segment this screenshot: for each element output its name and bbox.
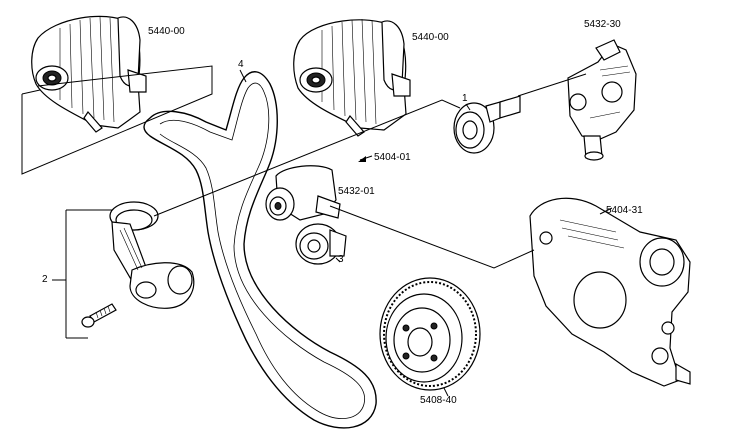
tensioner-arm	[109, 201, 195, 309]
label-timing-cover: 5404-31	[606, 205, 643, 216]
label-belt: 4	[238, 59, 244, 70]
crank-pulley	[379, 277, 481, 391]
bracket-top-right	[567, 39, 637, 161]
label-tensioner-pulley: 5432-01	[338, 186, 375, 197]
timing-cover	[529, 197, 691, 387]
label-item-2: 2	[42, 274, 48, 285]
serpentine-belt	[143, 71, 377, 429]
bolt	[81, 303, 117, 328]
label-crank-pulley: 5408-40	[420, 395, 457, 406]
label-tensioner-ref: 5404-01	[374, 152, 411, 163]
label-alternator-left: 5440-00	[148, 26, 185, 37]
idler-pulley	[453, 95, 521, 154]
leader-lines	[21, 65, 613, 397]
label-bracket-top-right: 5432-30	[584, 19, 621, 30]
alternator-left	[31, 15, 147, 133]
tensioner-assembly	[265, 155, 373, 221]
label-item-1: 1	[462, 93, 468, 104]
alternator-right	[293, 18, 411, 137]
pulley-3	[295, 223, 347, 265]
label-item-3: 3	[338, 254, 344, 265]
label-alternator-right: 5440-00	[412, 32, 449, 43]
